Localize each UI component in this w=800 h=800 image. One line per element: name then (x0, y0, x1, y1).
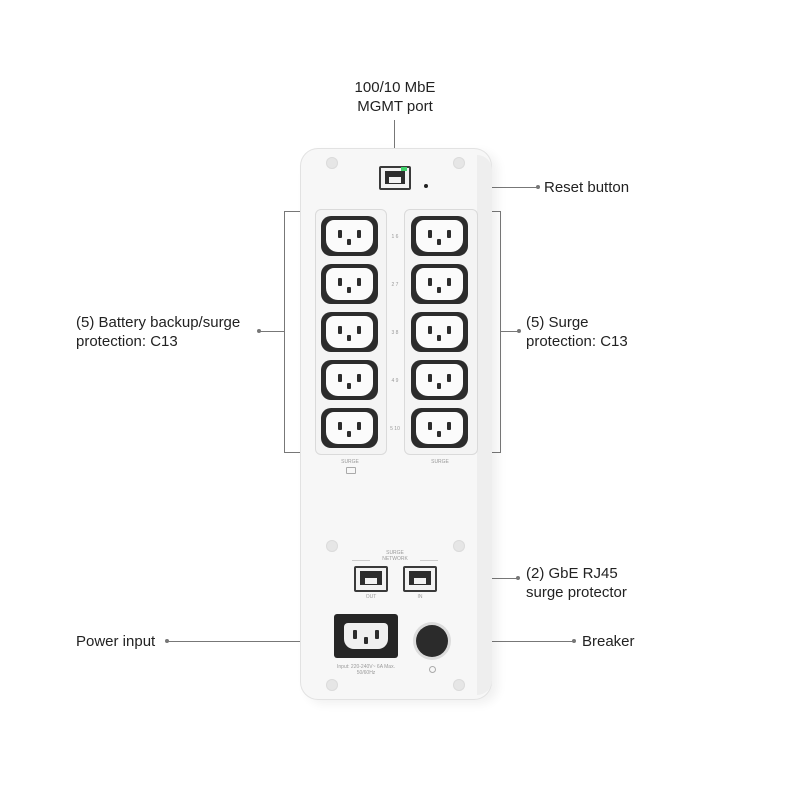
outlet-number: 5 10 (390, 426, 400, 432)
mgmt-leader-line (394, 120, 395, 166)
right-bracket-dot (517, 329, 521, 333)
rj45-callout-line2: surge protector (526, 584, 627, 601)
outlet-icon[interactable] (321, 408, 378, 448)
left-panel-label: SURGE (341, 459, 359, 465)
network-divider (352, 560, 370, 561)
mgmt-port-tab (389, 177, 401, 183)
breaker-leader-line (446, 641, 574, 642)
outlet-icon[interactable] (321, 312, 378, 352)
power-inlet-slot (344, 623, 388, 649)
power-inlet-icon[interactable] (334, 614, 398, 658)
reset-button-callout: Reset button (544, 179, 630, 196)
battery-backup-callout: (5) Battery backup/surge protection: C13 (76, 313, 240, 351)
left-bracket (284, 211, 309, 453)
input-rating-line1: Input: 220-240V~ 6A Max. (337, 664, 395, 670)
rj45-out-label: OUT (365, 594, 377, 600)
outlet-number: 3 8 (391, 330, 399, 336)
screw-icon (326, 679, 338, 691)
network-title: SURGE NETWORK (370, 550, 420, 562)
mgmt-port-callout-line2: MGMT port (357, 98, 433, 115)
status-led-icon (401, 167, 407, 171)
outlet-icon[interactable] (411, 264, 468, 304)
breaker-callout: Breaker (582, 633, 635, 650)
battery-backup-callout-line1: (5) Battery backup/surge (76, 314, 241, 331)
outlet-icon[interactable] (411, 216, 468, 256)
rj45-callout: (2) GbE RJ45 surge protector (526, 564, 627, 602)
right-panel-label: SURGE (431, 459, 449, 465)
surge-protection-callout-line2: protection: C13 (526, 333, 628, 350)
battery-backup-callout-line2: protection: C13 (76, 333, 178, 350)
left-bracket-dot (257, 329, 261, 333)
reset-leader-dot (536, 185, 540, 189)
outlet-number: 2 7 (391, 282, 399, 288)
power-input-callout: Power input (76, 633, 156, 650)
screw-icon (453, 540, 465, 552)
breaker-leader-dot (572, 639, 576, 643)
network-divider (420, 560, 438, 561)
mgmt-port-callout: 100/10 MbE MGMT port (345, 78, 445, 116)
surge-protection-callout: (5) Surge protection: C13 (526, 313, 628, 351)
surge-protection-callout-line1: (5) Surge (526, 314, 589, 331)
rj45-in-tab (414, 578, 426, 584)
outlet-number: 1 6 (391, 234, 399, 240)
left-bracket-leader (260, 331, 284, 332)
ups-device-side (477, 155, 492, 695)
outlet-icon[interactable] (321, 264, 378, 304)
screw-icon (453, 157, 465, 169)
outlet-number: 4 9 (391, 378, 399, 384)
input-rating: Input: 220-240V~ 6A Max. 50/60Hz (322, 664, 410, 676)
outlet-icon[interactable] (411, 408, 468, 448)
outlet-icon[interactable] (321, 216, 378, 256)
rj45-out-port-icon[interactable] (354, 566, 388, 592)
rj45-in-port-icon[interactable] (403, 566, 437, 592)
rj45-in-label: IN (417, 594, 423, 600)
mgmt-port-callout-line1: 100/10 MbE (354, 79, 436, 96)
rj45-out-tab (365, 578, 377, 584)
network-title-line1: SURGE (386, 550, 404, 556)
breaker-knob-icon[interactable] (416, 625, 448, 657)
right-bracket-leader (500, 331, 520, 332)
input-rating-line2: 50/60Hz (356, 670, 376, 676)
power-leader-dot (165, 639, 169, 643)
screw-icon (326, 157, 338, 169)
power-leader-line (168, 641, 336, 642)
rj45-leader-dot (516, 576, 520, 580)
outlet-icon[interactable] (321, 360, 378, 400)
battery-icon (346, 467, 356, 474)
screw-icon (326, 540, 338, 552)
screw-icon (453, 679, 465, 691)
network-title-line2: NETWORK (382, 556, 408, 562)
outlet-icon[interactable] (411, 360, 468, 400)
rj45-callout-line1: (2) GbE RJ45 (526, 565, 618, 582)
outlet-icon[interactable] (411, 312, 468, 352)
breaker-symbol-icon (429, 666, 436, 673)
reset-button[interactable] (424, 184, 428, 188)
